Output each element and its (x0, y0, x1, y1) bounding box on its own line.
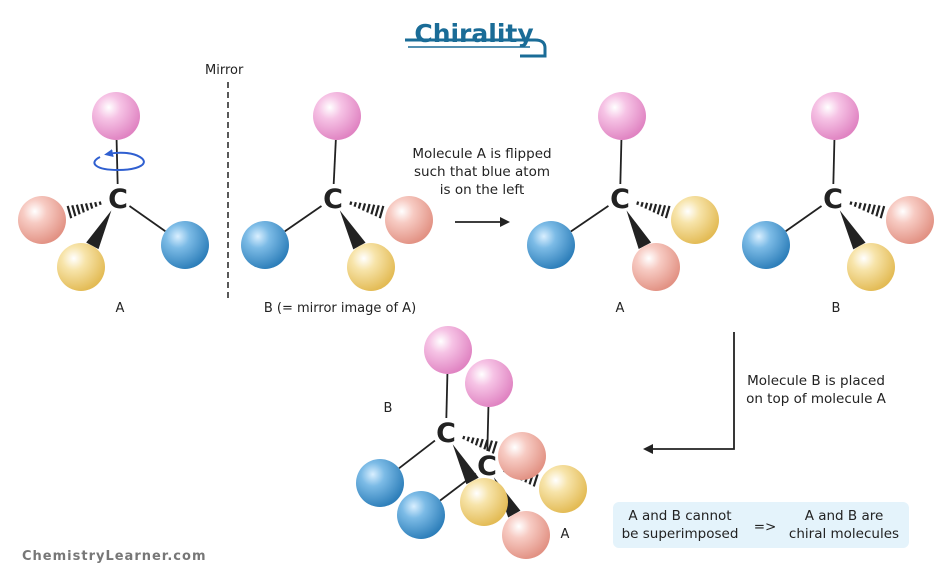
atom-salmon (498, 432, 546, 480)
atom-yellow (539, 465, 587, 513)
atom-blue (161, 221, 209, 269)
molecule-a: C (18, 92, 209, 291)
atom-salmon (632, 243, 680, 291)
place-note: Molecule B is placed on top of molecule … (746, 373, 887, 407)
atom-yellow (57, 243, 105, 291)
atom-blue (397, 491, 445, 539)
atom-pink (313, 92, 361, 140)
carbon-atom-label: C (477, 451, 497, 482)
mirror-label: Mirror (205, 63, 244, 78)
rotation-arrow-icon (93, 149, 145, 172)
label-molecule-b-mirror: B (= mirror image of A) (264, 301, 416, 316)
conclusion-left-line-2: be superimposed (622, 526, 739, 542)
conclusion-left-line-1: A and B cannot (628, 508, 731, 524)
atom-salmon (886, 196, 934, 244)
molecule-b: C (742, 92, 934, 291)
title-banner: Chirality (405, 19, 547, 58)
flip-note-line-1: Molecule A is flipped (412, 146, 551, 162)
atom-salmon (502, 511, 550, 559)
carbon-atom-label: C (823, 184, 843, 215)
atom-yellow (460, 478, 508, 526)
conclusion-box: A and B cannot be superimposed => A and … (613, 502, 909, 548)
atom-yellow (847, 243, 895, 291)
conclusion-right-line-1: A and B are (805, 508, 884, 524)
label-molecule-a2: A (616, 301, 625, 316)
atom-yellow (671, 196, 719, 244)
carbon-atom-label: C (323, 184, 343, 215)
atom-salmon (18, 196, 66, 244)
label-molecule-b2: B (832, 301, 841, 316)
atom-yellow (347, 243, 395, 291)
molecule-a-flipped: C (527, 92, 719, 291)
flip-note-line-2: such that blue atom (414, 164, 550, 180)
atom-blue (241, 221, 289, 269)
brand-watermark: ChemistryLearner.com (22, 549, 207, 564)
overlay-molecule-b: C (356, 326, 546, 526)
atom-pink (92, 92, 140, 140)
conclusion-right-line-2: chiral molecules (789, 526, 899, 542)
carbon-atom-label: C (436, 418, 456, 449)
place-note-line-2: on top of molecule A (746, 391, 887, 407)
place-note-line-1: Molecule B is placed (747, 373, 885, 389)
atom-pink (811, 92, 859, 140)
label-molecule-a: A (116, 301, 125, 316)
flip-note: Molecule A is flipped such that blue ato… (412, 146, 551, 198)
carbon-atom-label: C (610, 184, 630, 215)
label-overlay-a: A (561, 527, 570, 542)
overlay-molecule-a: C (397, 359, 587, 559)
molecule-b-mirror: C (241, 92, 433, 291)
atom-pink (424, 326, 472, 374)
place-arrow (643, 332, 735, 454)
atom-blue (356, 459, 404, 507)
atom-pink (598, 92, 646, 140)
atom-blue (527, 221, 575, 269)
carbon-atom-label: C (108, 184, 128, 215)
page-title: Chirality (414, 19, 533, 48)
flip-note-line-3: is on the left (440, 182, 525, 198)
conclusion-arrow: => (754, 519, 777, 535)
atom-salmon (385, 196, 433, 244)
atom-blue (742, 221, 790, 269)
atom-pink (465, 359, 513, 407)
label-overlay-b: B (384, 401, 393, 416)
